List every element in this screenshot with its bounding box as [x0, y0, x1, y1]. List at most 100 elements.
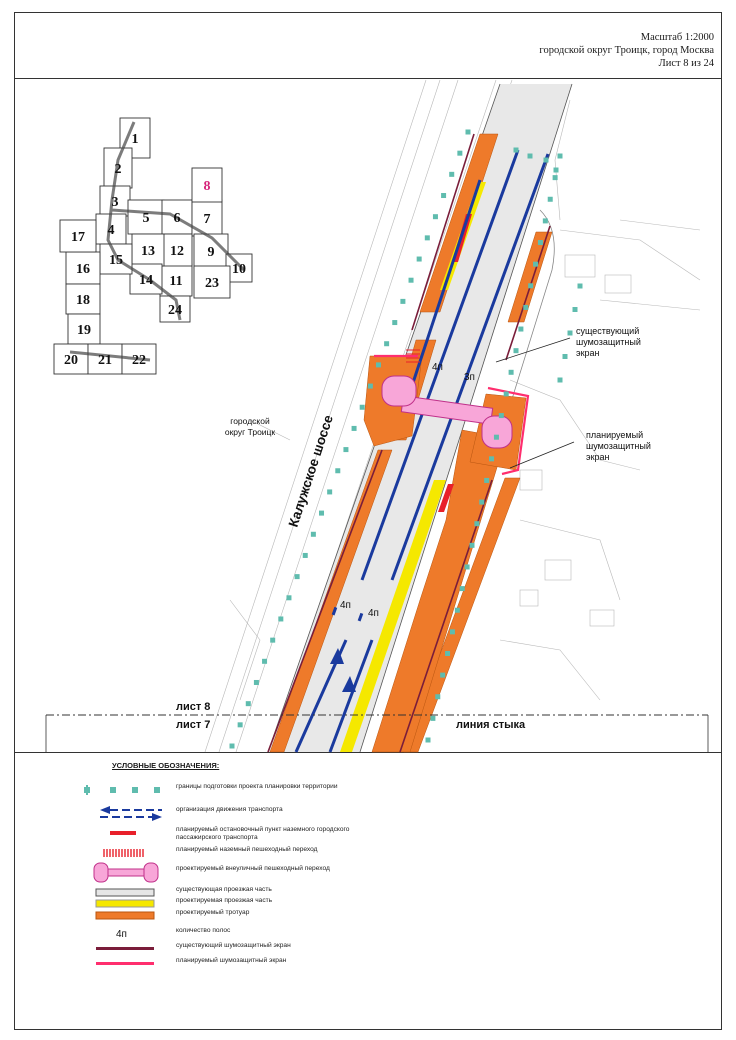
legend-text: проектируемая проезжая часть — [176, 897, 273, 904]
index-sheet-number: 18 — [76, 293, 90, 308]
lane-markings — [294, 149, 550, 753]
boundary-marker — [286, 595, 292, 601]
project-boundary — [229, 129, 583, 749]
index-sheet-number: 11 — [169, 274, 182, 289]
header-separator — [14, 78, 722, 79]
legend-symbol-crossing — [103, 849, 144, 857]
index-sheet-number: 6 — [174, 211, 181, 226]
legend-symbol-lanes: 4п — [116, 929, 127, 940]
pedestrian-crossing — [406, 349, 420, 363]
topography — [204, 79, 701, 753]
boundary-marker — [527, 153, 533, 159]
legend-symbol-stop — [110, 831, 136, 835]
index-sheet-number: 20 — [64, 353, 78, 368]
index-sheet-number: 22 — [132, 353, 146, 368]
boundary-marker — [577, 283, 583, 289]
boundary-marker — [384, 341, 390, 347]
legend-item-screen-existing: существующий шумозащитный экран — [80, 942, 700, 956]
boundary-marker — [537, 240, 543, 246]
boundary-marker — [457, 150, 463, 156]
boundary-marker — [375, 362, 381, 368]
index-sheet-cell — [67, 313, 101, 345]
index-sheet-cell — [127, 199, 165, 235]
boundary-marker — [528, 283, 534, 289]
boundary-marker — [440, 672, 446, 678]
lane-count-3: 3п — [464, 372, 475, 383]
index-sheet-number: 8 — [204, 179, 211, 194]
boundary-marker — [543, 157, 549, 163]
planned-sidewalks — [269, 133, 553, 753]
sheet-below-label: лист 7 — [176, 719, 210, 731]
index-sheet-number: 14 — [139, 273, 153, 288]
index-sheet-cell — [65, 283, 101, 315]
legend-item-crossing: планируемый наземный пешеходный переход — [80, 846, 700, 860]
boundary-marker — [493, 434, 499, 440]
legend-symbol-traffic — [100, 806, 162, 821]
boundary-marker — [479, 499, 485, 505]
legend-symbol-screen-planned — [96, 962, 154, 965]
index-sheet-cell — [193, 233, 229, 269]
district-label: городской округ Троицк, город Москва — [539, 45, 714, 56]
index-sheet-number: 16 — [76, 262, 90, 277]
legend-symbol-screen-existing — [96, 947, 154, 950]
index-sheet-cell — [59, 219, 97, 253]
lane-count-4c: 4п — [368, 608, 379, 619]
index-sheet-number: 1 — [132, 132, 139, 147]
legend-item-boundary: границы подготовки проекта планировки те… — [80, 783, 700, 797]
boundary-marker — [562, 354, 568, 359]
boundary-marker — [449, 629, 455, 635]
boundary-marker — [435, 694, 441, 700]
boundary-marker — [253, 679, 259, 685]
legend-lane-sample: 4п — [116, 929, 127, 940]
boundary-marker — [327, 489, 333, 495]
index-sheet-cell — [53, 343, 89, 375]
sheet-frame — [14, 12, 722, 1030]
planned-carriageway-south — [340, 480, 446, 752]
index-sheet-number: 2 — [115, 162, 122, 177]
boundary-marker — [513, 348, 519, 354]
legend-symbol-underpass — [93, 862, 159, 883]
index-sheet-number: 5 — [143, 211, 150, 226]
boundary-marker — [335, 468, 341, 474]
boundary-marker — [533, 261, 539, 267]
boundary-marker — [572, 307, 578, 312]
boundary-marker — [237, 722, 243, 728]
legend-symbol-road-existing — [95, 888, 155, 897]
boundary-marker — [557, 153, 563, 159]
index-sheet-number: 4 — [108, 223, 115, 238]
boundary-marker — [518, 326, 524, 332]
boundary-marker — [464, 564, 470, 570]
boundary-marker — [474, 521, 480, 527]
boundary-marker — [294, 574, 300, 580]
boundary-marker — [465, 129, 471, 135]
boundary-marker — [469, 542, 475, 548]
boundary-marker — [351, 425, 357, 431]
legend-text: проектируемый внеуличный пешеходный пере… — [176, 865, 330, 872]
boundary-marker — [400, 298, 406, 304]
index-sheet-number: 3 — [112, 195, 119, 210]
boundary-marker — [229, 743, 235, 749]
boundary-marker — [552, 175, 558, 181]
legend-text: организация движения транспорта — [176, 806, 283, 813]
boundary-marker — [553, 167, 559, 173]
legend-item-stop: планируемый остановочный пункт наземного… — [80, 826, 700, 841]
legend-symbol-road-planned — [95, 899, 155, 908]
boundary-marker — [343, 447, 349, 453]
boundary-marker — [302, 552, 308, 558]
boundary-marker — [557, 377, 563, 383]
index-sheet-cell — [131, 233, 165, 267]
boundary-marker — [449, 171, 455, 177]
legend-item-road-planned: проектируемая проезжая часть — [80, 897, 700, 911]
legend-text: существующая проезжая часть — [176, 886, 272, 893]
callout-planned-leader — [509, 441, 575, 469]
index-route-line — [69, 121, 246, 362]
boundary-marker — [489, 456, 495, 462]
sheet-number: Лист 8 из 24 — [658, 58, 714, 69]
boundary-marker — [319, 510, 325, 516]
boundary-marker — [498, 413, 504, 419]
legend-text: проектируемый тротуар — [176, 909, 250, 916]
